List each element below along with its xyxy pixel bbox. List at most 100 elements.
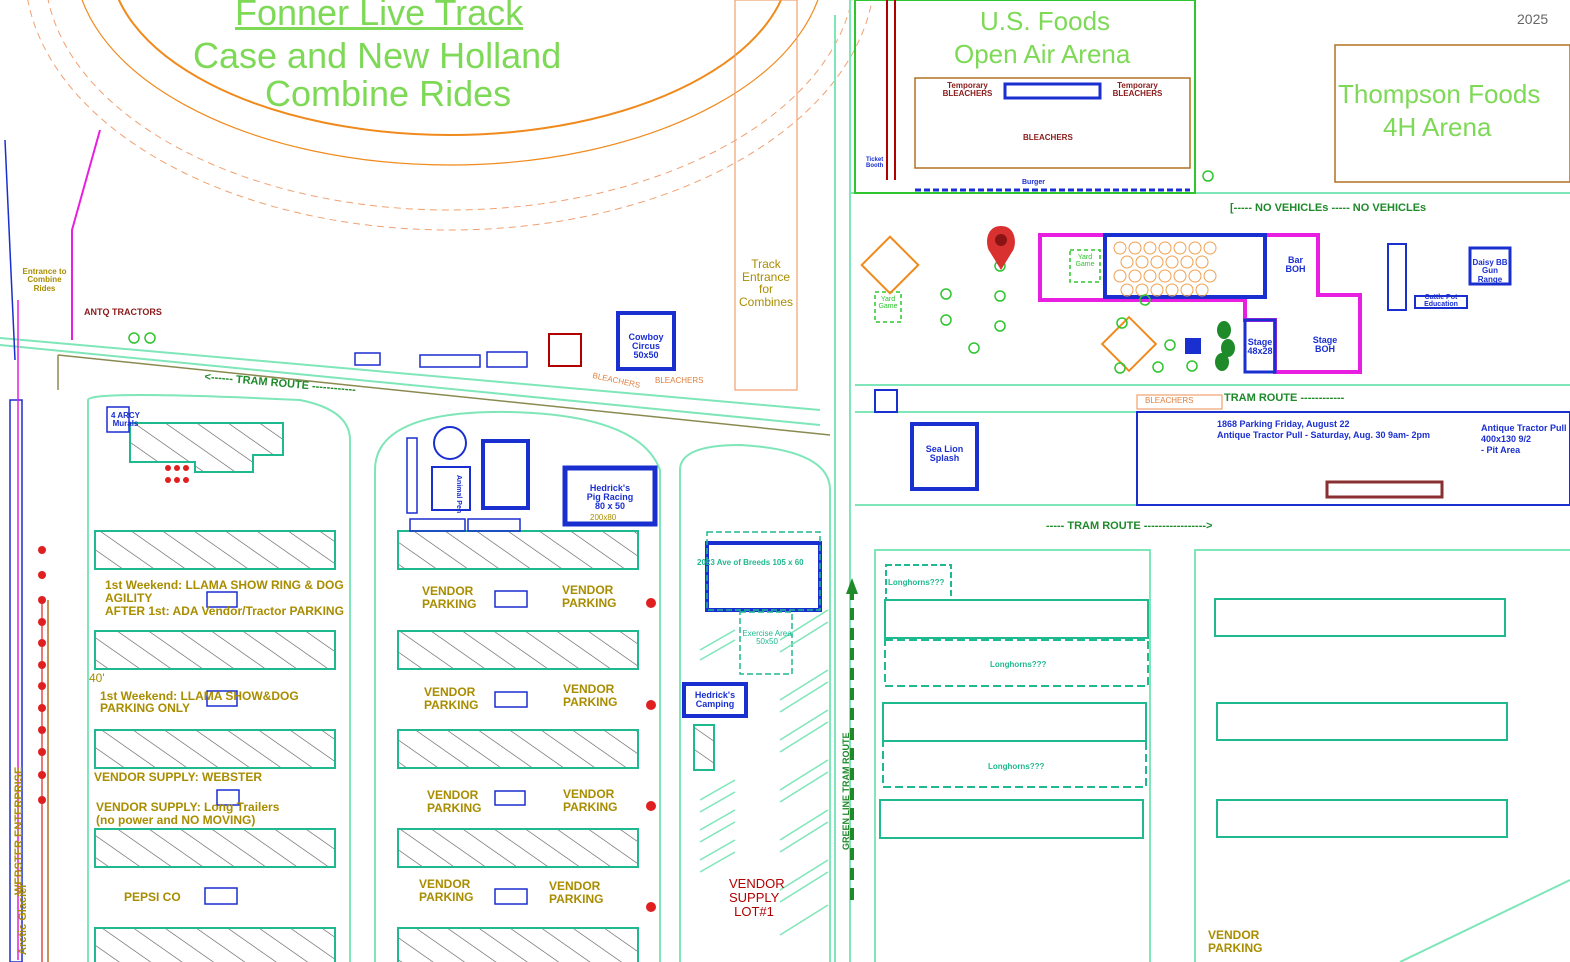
antq-tractors-label: ANTQ TRACTORS [84, 307, 162, 317]
location-pin-icon[interactable] [987, 226, 1015, 270]
webster-enterprise-label: WEBSTER ENTERPRISE [13, 766, 25, 895]
track-subtitle-2: Combine Rides [265, 73, 512, 114]
stage-boh-label: Stage BOH [1312, 335, 1338, 355]
bleachers-structure [914, 77, 1191, 169]
yard-game-2: Yard Game [878, 296, 898, 311]
yard-game-1: Yard Game [1075, 254, 1095, 269]
cowboy-circus-label-1: Cowboy [628, 332, 664, 342]
track-subtitle: Case and New Holland [193, 35, 562, 76]
magenta-route [71, 129, 101, 340]
sea-lion-tank [910, 422, 979, 491]
pig-racing-label-3: 80 x 50 [594, 501, 626, 511]
antique-right-3: - Pit Area [1481, 445, 1521, 455]
vendor-supply-lot-3: LOT#1 [734, 904, 774, 919]
green-shrubs [1215, 321, 1235, 371]
bleachers-small-2: BLEACHERS [655, 376, 704, 385]
track-title: Fonner Live Track [235, 0, 524, 33]
cowboy-circus-label-3: 50x50 [633, 350, 659, 360]
pig-racing-label-4: 200x80 [590, 513, 617, 522]
round-pen [433, 426, 467, 460]
antique-pull-label: Antique Tractor Pull - Saturday, Aug. 30… [1217, 430, 1431, 440]
us-foods-title: U.S. Foods [980, 6, 1111, 36]
track-entrance-lane [734, 0, 798, 391]
pen-box [481, 439, 530, 510]
camping-stalls [699, 609, 829, 936]
longhorns-label-1: Longhorns??? [888, 578, 945, 587]
parking-only-label: PARKING ONLY [100, 701, 191, 715]
tent-seating [1103, 233, 1267, 299]
no-vehicles-label: [----- NO VEHICLEs ----- NO VEHICLEs [1230, 202, 1427, 214]
main-bleachers: BLEACHERS [1023, 133, 1073, 142]
vendor-supply-lot-2: SUPPLY [729, 890, 780, 905]
bleachers-small-3: BLEACHERS [1145, 396, 1194, 405]
tram-path [57, 354, 831, 436]
thompson-arena-box [1334, 44, 1570, 183]
year-label: 2025 [1517, 11, 1549, 27]
vendor-parking-1: VENDOR PARKING [422, 584, 477, 611]
bar-boh-label: Bar BOH [1285, 255, 1306, 275]
vendor-parking-9: VENDOR PARKING [1208, 928, 1263, 955]
pig-racing-label-1: Hedrick's [589, 483, 631, 493]
sea-lion-label-2: Splash [929, 453, 960, 463]
pepsi-label: PEPSI CO [124, 890, 181, 904]
arcy-murals-label: 4 ARCY Murals [110, 411, 141, 429]
antique-pull-area [1136, 411, 1570, 506]
antique-right-2: 400x130 9/2 [1481, 434, 1532, 444]
track-entrance-label: Track Entrance for Combines [738, 257, 794, 309]
burger-stand: Burger [1022, 179, 1045, 186]
vendor-parking-8: VENDOR PARKING [549, 879, 604, 906]
no-power-label: (no power and NO MOVING) [96, 813, 256, 827]
stage-label: Stage [1247, 337, 1273, 347]
vendor-parking-5: VENDOR PARKING [427, 788, 482, 815]
antique-right-1: Antique Tractor Pull [1481, 423, 1567, 433]
forty-foot-label: 40' [89, 671, 105, 685]
ave-breeds-label: 2023 Ave of Breeds 105 x 60 [697, 558, 804, 567]
tables [1113, 241, 1217, 297]
cowboy-circus-box [616, 311, 676, 371]
stage-size-label: 48x28 [1247, 346, 1273, 356]
race-track [27, 0, 873, 231]
vendor-parking-4: VENDOR PARKING [563, 682, 618, 709]
ticket-booth: Ticket Booth [866, 157, 884, 170]
thompson-title: Thompson Foods [1338, 79, 1541, 109]
vendor-supply-webster: VENDOR SUPPLY: WEBSTER [94, 770, 263, 784]
green-line-label: GREEN LINE TRAM ROUTE [841, 732, 851, 850]
entrance-combine-label: Entrance to Combine Rides [22, 267, 67, 293]
ave-breeds-box [705, 541, 822, 612]
pig-racing-box [562, 465, 658, 527]
daisy-bb-label: Daisy BB Gun Range [1472, 258, 1508, 284]
tram-route-right: TRAM ROUTE ------------ [1224, 392, 1345, 404]
longhorns-label-3: Longhorns??? [988, 762, 1045, 771]
after-1st-label: AFTER 1st: ADA Vendor/Tractor PARKING [105, 604, 344, 618]
green-markers [128, 170, 1214, 374]
vendor-parking-2: VENDOR PARKING [562, 583, 617, 610]
animal-pen-label: Animal Pen [455, 475, 462, 514]
vendor-supply-long: VENDOR SUPPLY: Long Trailers [96, 800, 280, 814]
sea-lion-label-1: Sea Lion [925, 444, 964, 454]
cattle-pot-label: Cattle Pot Education [1424, 294, 1458, 309]
llama-parking-label: 1st Weekend: LLAMA SHOW&DOG [100, 689, 299, 703]
thompson-subtitle: 4H Arena [1383, 112, 1492, 142]
llama-weekend-label: 1st Weekend: LLAMA SHOW RING & DOG [105, 578, 344, 592]
stage-box [1243, 318, 1277, 374]
parking-1868-label: 1868 Parking Friday, August 22 [1217, 419, 1350, 429]
agility-label: AGILITY [105, 591, 153, 605]
left-edge [4, 139, 49, 962]
livestock-pens [879, 564, 1508, 839]
camping-box [682, 682, 748, 718]
exercise-area-label: Exercise Area 50x50 [742, 629, 792, 647]
temp-bleachers-right: Temporary BLEACHERS [1112, 81, 1163, 99]
vendor-lots [94, 422, 715, 962]
vendor-supply-lot-1: VENDOR [729, 876, 785, 891]
us-foods-subtitle: Open Air Arena [954, 39, 1131, 69]
vendor-parking-7: VENDOR PARKING [419, 877, 474, 904]
longhorns-label-2: Longhorns??? [990, 660, 1047, 669]
vendor-stalls [204, 351, 528, 905]
temp-bleachers-left: Temporary BLEACHERS [942, 81, 993, 99]
us-foods-arena-fence [854, 0, 1196, 194]
pig-racing-label-2: Pig Racing [586, 492, 634, 502]
tram-route-bottom: ----- TRAM ROUTE -----------------> [1046, 520, 1213, 532]
hedricks-camping-label: Hedrick's Camping [694, 690, 736, 710]
